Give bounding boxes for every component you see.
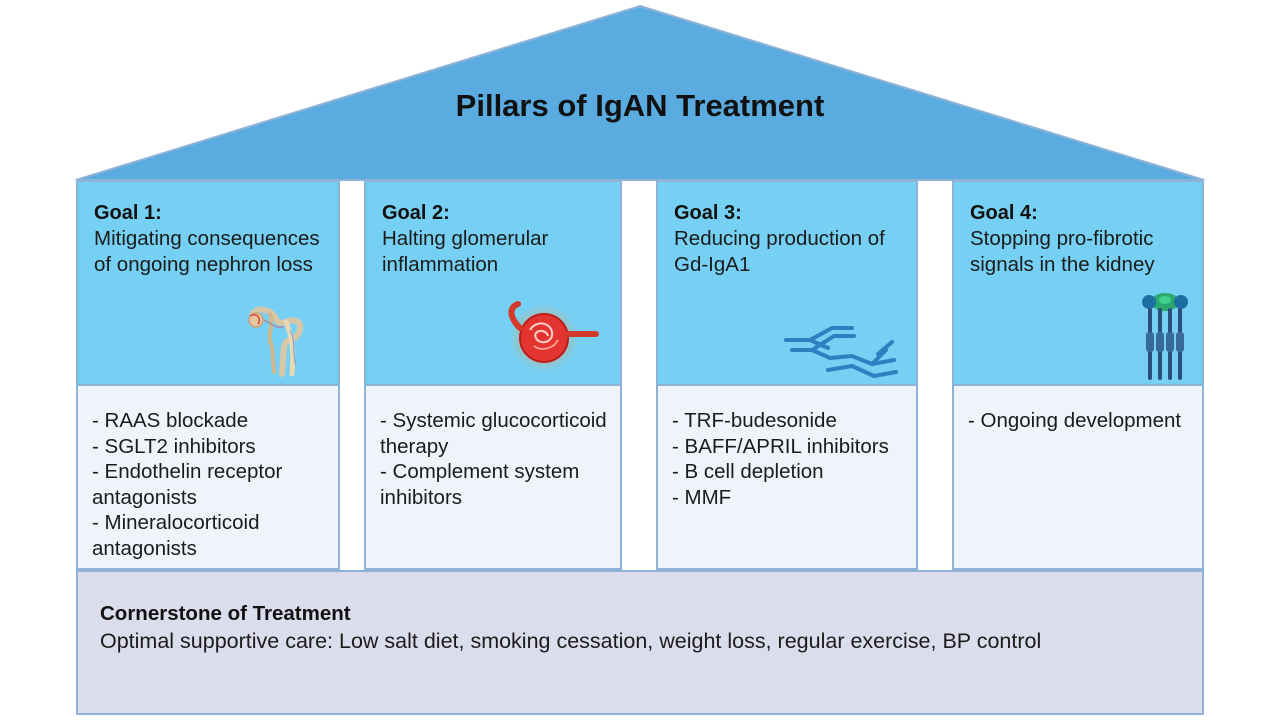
- goal-description: Reducing production of Gd-IgA1: [674, 227, 885, 276]
- goal-panel: Goal 2: Halting glomerular inflammation: [366, 182, 620, 386]
- treatment-item: - Endothelin receptor antagonists: [92, 460, 283, 509]
- treatment-list: - Ongoing development: [968, 408, 1196, 434]
- treatment-item: - SGLT2 inhibitors: [92, 434, 256, 458]
- receptor-icon: [1142, 293, 1188, 380]
- pillar-goal-4: Goal 4: Stopping pro-fibrotic signals in…: [952, 180, 1204, 570]
- goal-panel: Goal 3: Reducing production of Gd-IgA1: [658, 182, 916, 386]
- treatment-item: - RAAS blockade: [92, 409, 249, 432]
- roof: [75, 4, 1205, 181]
- goal-description: Mitigating consequences of ongoing nephr…: [94, 227, 320, 276]
- treatment-item: - Systemic glucocorticoid therapy: [380, 409, 607, 458]
- goal-label: Goal 3:: [674, 202, 742, 224]
- goal-label: Goal 1:: [94, 202, 162, 224]
- diagram-title: Pillars of IgAN Treatment: [455, 88, 825, 123]
- treatment-list: - Systemic glucocorticoid therapy - Comp…: [380, 408, 614, 510]
- nephron-icon: [248, 306, 304, 377]
- goal-label: Goal 2:: [382, 202, 450, 224]
- pillar-goal-1: Goal 1: Mitigating consequences of ongoi…: [76, 180, 340, 570]
- treatment-item: - B cell depletion: [672, 460, 824, 483]
- cornerstone-text: Optimal supportive care: Low salt diet, …: [100, 629, 1042, 653]
- goal-description: Stopping pro-fibrotic signals in the kid…: [970, 227, 1155, 276]
- pillar-goal-2: Goal 2: Halting glomerular inflammation …: [364, 180, 622, 570]
- inflamed-glomerulus-icon: [508, 301, 599, 372]
- treatment-item: - Ongoing development: [968, 409, 1182, 432]
- cornerstone-base: Cornerstone of Treatment Optimal support…: [76, 570, 1204, 715]
- cornerstone-title: Cornerstone of Treatment: [100, 602, 351, 625]
- treatment-list: - RAAS blockade - SGLT2 inhibitors - End…: [92, 408, 332, 561]
- antibody-icon: [784, 326, 898, 379]
- goal-panel: Goal 1: Mitigating consequences of ongoi…: [78, 182, 338, 386]
- goal-description: Halting glomerular inflammation: [382, 227, 549, 276]
- goal-label: Goal 4:: [970, 202, 1038, 224]
- treatment-item: - MMF: [672, 485, 732, 509]
- treatment-item: - Mineralocorticoid antagonists: [92, 511, 260, 560]
- treatment-item: - BAFF/APRIL inhibitors: [672, 434, 889, 458]
- treatment-item: - Complement system inhibitors: [380, 460, 580, 509]
- goal-panel: Goal 4: Stopping pro-fibrotic signals in…: [954, 182, 1202, 386]
- treatment-list: - TRF-budesonide - BAFF/APRIL inhibitors…: [672, 408, 910, 510]
- pillar-goal-3: Goal 3: Reducing production of Gd-IgA1 -…: [656, 180, 918, 570]
- treatment-item: - TRF-budesonide: [672, 409, 837, 432]
